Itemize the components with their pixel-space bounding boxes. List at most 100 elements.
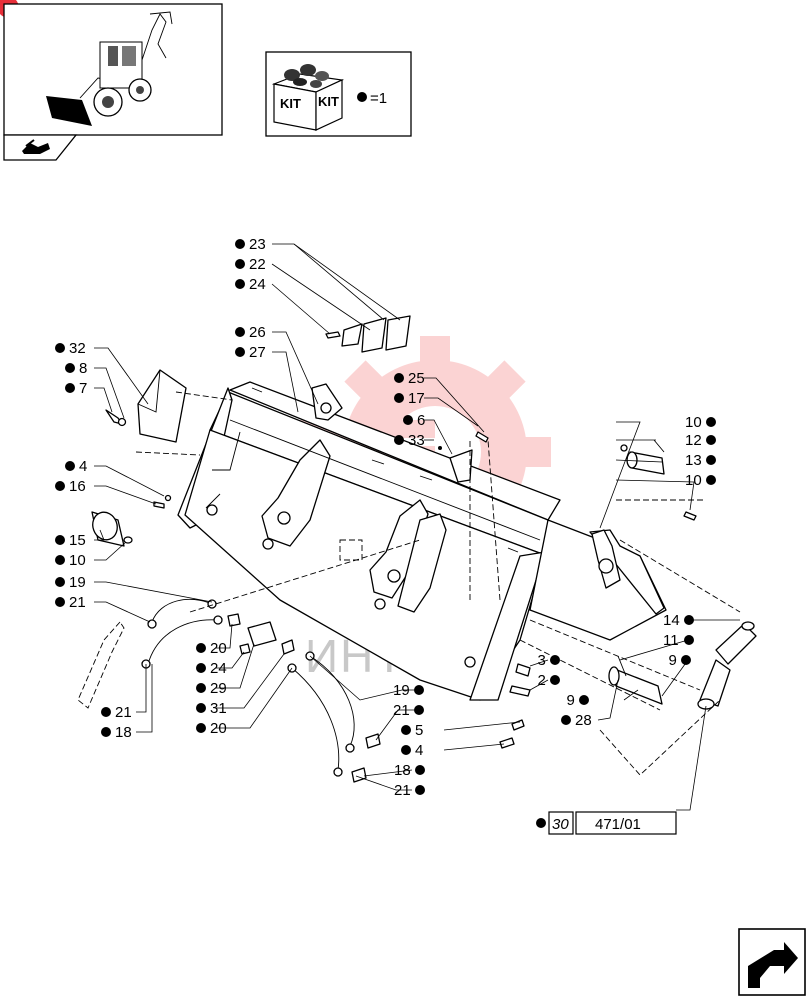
callout-33[interactable]: 33 bbox=[394, 432, 425, 449]
callout-28[interactable]: 28 bbox=[561, 712, 592, 729]
callout-25[interactable]: 25 bbox=[394, 370, 425, 387]
callout-18[interactable]: 18 bbox=[394, 762, 425, 779]
view-tab[interactable] bbox=[3, 134, 78, 161]
callout-bullet-icon bbox=[579, 695, 589, 705]
grease-fitting-10[interactable] bbox=[123, 536, 133, 544]
callout-24[interactable]: 24 bbox=[196, 660, 227, 677]
next-page-arrow-icon[interactable] bbox=[738, 928, 806, 996]
callout-21[interactable]: 21 bbox=[393, 702, 424, 719]
callout-13[interactable]: 13 bbox=[685, 452, 716, 469]
split-pin-11[interactable] bbox=[617, 655, 627, 677]
callout-15[interactable]: 15 bbox=[55, 532, 86, 549]
callout-32[interactable]: 32 bbox=[55, 340, 86, 357]
callout-number: 20 bbox=[210, 720, 227, 737]
callout-9[interactable]: 9 bbox=[567, 692, 590, 709]
callout-20[interactable]: 20 bbox=[196, 640, 227, 657]
pin-17[interactable] bbox=[475, 431, 489, 443]
backhoe-loader-thumbnail-icon bbox=[46, 11, 173, 126]
callout-number: 16 bbox=[69, 478, 86, 495]
callout-14[interactable]: 14 bbox=[663, 612, 694, 629]
callout-12[interactable]: 12 bbox=[685, 432, 716, 449]
callout-bullet-icon bbox=[235, 327, 245, 337]
hose-19a[interactable] bbox=[151, 598, 213, 623]
washer-4[interactable] bbox=[164, 494, 172, 502]
callout-7[interactable]: 7 bbox=[65, 380, 87, 397]
callout-number: 6 bbox=[417, 412, 425, 429]
kit-icon-label-left: KIT bbox=[280, 96, 301, 111]
screw-33[interactable] bbox=[438, 446, 442, 450]
screw-24b[interactable] bbox=[239, 643, 251, 655]
pin-3[interactable] bbox=[515, 663, 531, 677]
callout-bullet-icon bbox=[415, 765, 425, 775]
callout-26[interactable]: 26 bbox=[235, 324, 266, 341]
hose-19b[interactable] bbox=[147, 619, 219, 665]
pin-4[interactable] bbox=[499, 737, 515, 749]
adapter-20[interactable] bbox=[227, 613, 241, 627]
callout-20[interactable]: 20 bbox=[196, 720, 227, 737]
callout-bullet-icon bbox=[65, 383, 75, 393]
callout-bullet-icon bbox=[65, 461, 75, 471]
plug-16[interactable] bbox=[153, 501, 165, 509]
callout-17[interactable]: 17 bbox=[394, 390, 425, 407]
callout-number: 19 bbox=[393, 682, 410, 699]
reference-box[interactable]: 30 471/01 bbox=[536, 811, 677, 835]
callout-29[interactable]: 29 bbox=[196, 680, 227, 697]
wear-pad-22[interactable] bbox=[361, 317, 387, 353]
callout-27[interactable]: 27 bbox=[235, 344, 266, 361]
callout-9[interactable]: 9 bbox=[669, 652, 692, 669]
hose-19c[interactable] bbox=[309, 655, 355, 747]
callout-5[interactable]: 5 bbox=[401, 722, 423, 739]
callout-10[interactable]: 10 bbox=[55, 552, 86, 569]
callout-21[interactable]: 21 bbox=[394, 782, 425, 799]
tooth-2[interactable] bbox=[509, 685, 531, 697]
spare-parts bbox=[77, 315, 757, 783]
cylinder-14[interactable] bbox=[715, 623, 757, 665]
callout-19[interactable]: 19 bbox=[393, 682, 424, 699]
callout-number: 20 bbox=[210, 640, 227, 657]
callout-bullet-icon bbox=[414, 705, 424, 715]
callout-24[interactable]: 24 bbox=[235, 276, 266, 293]
grease-fitting-10b[interactable] bbox=[620, 444, 628, 452]
callout-2[interactable]: 2 bbox=[538, 672, 561, 689]
callout-10[interactable]: 10 bbox=[685, 414, 716, 431]
callout-16[interactable]: 16 bbox=[55, 478, 86, 495]
valve-block-29[interactable] bbox=[247, 621, 277, 647]
callout-bullet-icon bbox=[550, 655, 560, 665]
callout-bullet-icon bbox=[401, 725, 411, 735]
wear-pad-23[interactable] bbox=[385, 315, 411, 351]
split-pin-12[interactable] bbox=[653, 439, 665, 453]
wear-pad-24[interactable] bbox=[341, 323, 363, 347]
callout-18[interactable]: 18 bbox=[101, 724, 132, 741]
callout-21[interactable]: 21 bbox=[101, 704, 132, 721]
nut-8[interactable] bbox=[117, 417, 127, 427]
screw-24[interactable] bbox=[325, 331, 341, 339]
callout-6[interactable]: 6 bbox=[403, 412, 425, 429]
callout-22[interactable]: 22 bbox=[235, 256, 266, 273]
callout-10[interactable]: 10 bbox=[685, 472, 716, 489]
callout-number: 18 bbox=[115, 724, 132, 741]
callout-19[interactable]: 19 bbox=[55, 574, 86, 591]
callout-3[interactable]: 3 bbox=[538, 652, 561, 669]
callout-bullet-icon bbox=[55, 535, 65, 545]
callout-bullet-icon bbox=[684, 635, 694, 645]
callout-bullet-icon bbox=[101, 707, 111, 717]
washer-5[interactable] bbox=[511, 719, 525, 731]
reference-page: 471/01 bbox=[595, 816, 641, 833]
adapter-20b[interactable] bbox=[281, 639, 295, 655]
callout-31[interactable]: 31 bbox=[196, 700, 227, 717]
callout-bullet-icon bbox=[235, 279, 245, 289]
grease-fitting-10c[interactable] bbox=[683, 511, 697, 521]
callout-8[interactable]: 8 bbox=[65, 360, 87, 377]
callout-11[interactable]: 11 bbox=[663, 632, 694, 649]
hose-18[interactable] bbox=[291, 667, 340, 771]
adapter-21b[interactable] bbox=[351, 767, 367, 783]
callout-bullet-icon bbox=[196, 663, 206, 673]
callout-4[interactable]: 4 bbox=[401, 742, 423, 759]
callout-21[interactable]: 21 bbox=[55, 594, 86, 611]
callout-number: 24 bbox=[210, 660, 227, 677]
callout-23[interactable]: 23 bbox=[235, 236, 266, 253]
side-cutter-plate[interactable] bbox=[137, 369, 187, 443]
callout-4[interactable]: 4 bbox=[65, 458, 87, 475]
machine-thumbnail[interactable] bbox=[3, 3, 223, 136]
adapter-21[interactable] bbox=[365, 733, 381, 749]
